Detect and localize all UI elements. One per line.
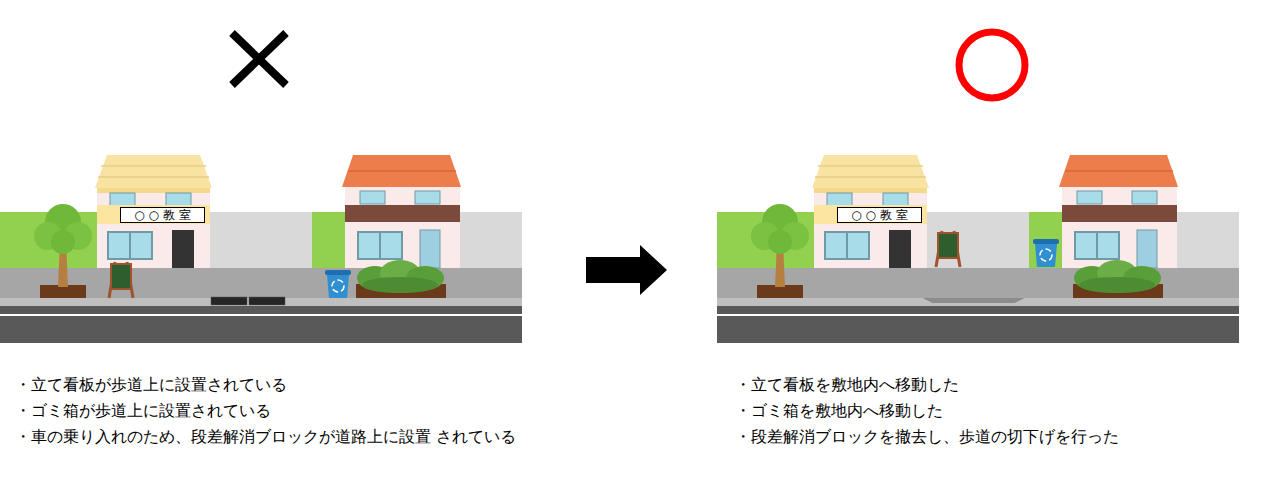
note-text: ・ゴミ箱が歩道上に設置されている bbox=[15, 398, 535, 424]
note-text: ・段差解消ブロックを撤去し、歩道の切下げを行った bbox=[735, 424, 1255, 450]
note-text: ・立て看板が歩道上に設置されている bbox=[15, 372, 535, 398]
sign-text: ○ ○ 教 室 bbox=[134, 209, 190, 221]
sign-text: ○ ○ 教 室 bbox=[851, 209, 907, 221]
street-scene-after bbox=[717, 155, 1239, 343]
cross-mark bbox=[232, 33, 286, 85]
street-scene-before bbox=[0, 155, 522, 343]
note-text: ・立て看板を敷地内へ移動した bbox=[735, 372, 1255, 398]
note-text: ・ゴミ箱を敷地内へ移動した bbox=[735, 398, 1255, 424]
sign-board: ○ ○ 教 室 bbox=[837, 207, 922, 223]
block-arrow bbox=[586, 245, 667, 295]
note-text: ・車の乗り入れのため、段差解消ブロックが道路上に設置 されている bbox=[15, 424, 535, 450]
sign-board: ○ ○ 教 室 bbox=[120, 207, 205, 223]
circle-mark bbox=[959, 32, 1025, 98]
